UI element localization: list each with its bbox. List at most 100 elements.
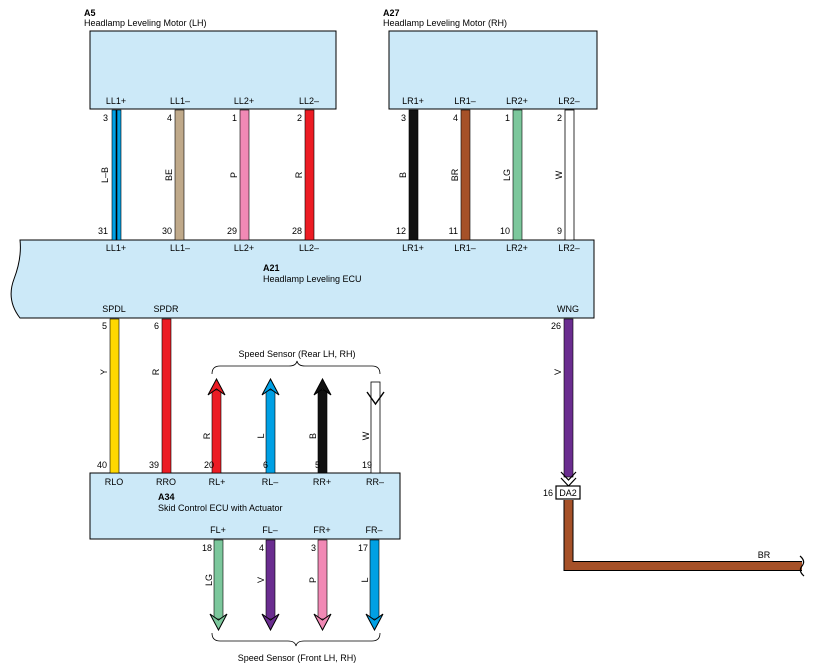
wire-rlm: L 6 RL– xyxy=(256,377,280,487)
wire-lr1p-color: B xyxy=(398,172,408,178)
wire-frm-arrow xyxy=(365,613,384,632)
wire-frm-color: L xyxy=(360,577,370,582)
wire-flp-arrow xyxy=(209,613,228,632)
br-wire-color: BR xyxy=(758,550,771,560)
wire-spdr-bot-label: RRO xyxy=(156,477,176,487)
wire-ll2m-bot-pin: 28 xyxy=(292,226,302,236)
wire-wng-color: V xyxy=(553,369,563,375)
wire-rrp-bot-pin: 5 xyxy=(315,460,320,470)
wire-lr2p-color: LG xyxy=(502,169,512,181)
component-a5: A5 Headlamp Leveling Motor (LH) xyxy=(84,8,337,110)
a27-code: A27 xyxy=(383,8,400,18)
da2-box xyxy=(555,485,581,500)
wire-lr1m-bot-pin: 11 xyxy=(449,226,458,236)
wire-rrm-bot-label: RR– xyxy=(366,477,384,487)
wire-lr1p-top-pin: 3 xyxy=(401,113,406,123)
a34-code: A34 xyxy=(158,492,175,502)
front-speed-sensor-group: FL+ 18 LG FL– 4 V FR+ 3 P FR– 17 L xyxy=(202,525,384,663)
wire-spdl-top-pin: 5 xyxy=(102,321,107,331)
connector-da2: 16 DA2 BR xyxy=(543,485,805,577)
wire-spdl-color: Y xyxy=(99,369,109,375)
wire-rlp: R 20 RL+ xyxy=(202,377,226,487)
wire-ll1p-top-label: LL1+ xyxy=(106,96,126,106)
wire-frp: FR+ 3 P xyxy=(308,525,332,632)
a21-description: Headlamp Leveling ECU xyxy=(263,274,362,284)
a27-description: Headlamp Leveling Motor (RH) xyxy=(383,18,507,28)
wire-ll2p-top-label: LL2+ xyxy=(234,96,254,106)
wire-wng-body xyxy=(563,318,574,478)
wire-flm-arrow xyxy=(261,613,280,632)
da2-pin: 16 xyxy=(543,488,553,498)
wire-flp: FL+ 18 LG xyxy=(202,525,228,632)
wire-lr2m-bot-label: LR2– xyxy=(558,243,580,253)
wire-ll2m-bot-label: LL2– xyxy=(299,243,319,253)
wire-ll1m-top-label: LL1– xyxy=(170,96,190,106)
wire-ll1m-color: BE xyxy=(164,169,174,181)
wire-spdl-body xyxy=(109,318,120,474)
wire-rlp-arrow xyxy=(207,377,226,396)
wire-rrp-body xyxy=(317,389,328,474)
wire-rrp: B 5 RR+ xyxy=(308,377,332,487)
wire-ll2p-color: P xyxy=(229,172,239,178)
wire-flm-color: V xyxy=(256,577,266,583)
wire-rlp-body xyxy=(211,389,222,474)
wire-lr2p-bot-pin: 10 xyxy=(500,226,510,236)
wire-spdl-bot-pin: 40 xyxy=(97,460,107,470)
wire-ll1m: LL1– 4 BE 30 LL1– xyxy=(162,96,190,253)
wire-lr2p-body xyxy=(512,109,523,241)
front-sensor-brace xyxy=(211,632,381,647)
wire-wng-top-pin: 26 xyxy=(551,321,561,331)
wire-ll2p: LL2+ 1 P 29 LL2+ xyxy=(227,96,254,253)
wire-rlm-bot-pin: 6 xyxy=(263,460,268,470)
wire-ll2m-top-label: LL2– xyxy=(299,96,319,106)
a21-code: A21 xyxy=(263,263,280,273)
a5-description: Headlamp Leveling Motor (LH) xyxy=(84,18,207,28)
rear-speed-sensor-group: Speed Sensor (Rear LH, RH) R 20 RL+ L 6 … xyxy=(202,349,385,487)
wire-lr1p-bot-label: LR1+ xyxy=(402,243,424,253)
wire-spdr-top-label: SPDR xyxy=(153,304,179,314)
wire-spdl-top-label: SPDL xyxy=(102,304,126,314)
wire-flp-top-label: FL+ xyxy=(210,525,226,535)
wire-rrp-color: B xyxy=(308,433,318,439)
wire-flp-color: LG xyxy=(204,574,214,586)
br-wire-break xyxy=(799,555,805,577)
wire-frm-top-label: FR– xyxy=(365,525,382,535)
wire-flm: FL– 4 V xyxy=(256,525,280,632)
a27-box xyxy=(388,30,598,110)
wire-lr2p-top-label: LR2+ xyxy=(506,96,528,106)
a21-box xyxy=(10,239,595,319)
wire-frp-arrow xyxy=(313,613,332,632)
wire-spdr: SPDR 6 R 39 RRO xyxy=(149,304,179,487)
wire-lr2m: LR2– 2 W 9 LR2– xyxy=(554,96,580,253)
wire-rlm-bot-label: RL– xyxy=(262,477,279,487)
component-a34: A34 Skid Control ECU with Actuator xyxy=(89,472,401,540)
da2-code: DA2 xyxy=(559,488,577,498)
wire-lr2m-top-pin: 2 xyxy=(557,113,562,123)
wire-lr2m-color: W xyxy=(554,170,564,179)
wire-rlp-bot-pin: 20 xyxy=(204,460,214,470)
wire-flp-top-pin: 18 xyxy=(202,543,212,553)
wire-wng: WNG 26 V xyxy=(551,304,579,487)
wire-frp-top-label: FR+ xyxy=(313,525,330,535)
wire-spdr-color: R xyxy=(151,368,161,375)
a5-code: A5 xyxy=(84,8,96,18)
wire-frm: FR– 17 L xyxy=(358,525,384,632)
wire-ll2p-bot-label: LL2+ xyxy=(234,243,254,253)
wire-lr1p-bot-pin: 12 xyxy=(396,226,406,236)
wire-ll1m-body xyxy=(174,109,185,241)
wire-rlm-color: L xyxy=(256,433,266,438)
component-a27: A27 Headlamp Leveling Motor (RH) xyxy=(383,8,598,110)
wire-flp-body xyxy=(213,539,224,620)
wire-rlp-color: R xyxy=(202,432,212,439)
wire-lr2m-bot-pin: 9 xyxy=(557,226,562,236)
wire-ll1p-bot-pin: 31 xyxy=(98,226,108,236)
wire-ll2m-color: R xyxy=(294,171,304,178)
wire-frm-body xyxy=(369,539,380,620)
wire-ll1p-top-pin: 3 xyxy=(103,113,108,123)
wire-frp-color: P xyxy=(308,577,318,583)
wire-lr1m-bot-label: LR1– xyxy=(454,243,476,253)
wire-rrm-bot-pin: 19 xyxy=(362,460,372,470)
rear-sensor-brace xyxy=(211,360,381,375)
wire-ll1p-color: L–B xyxy=(100,167,110,183)
